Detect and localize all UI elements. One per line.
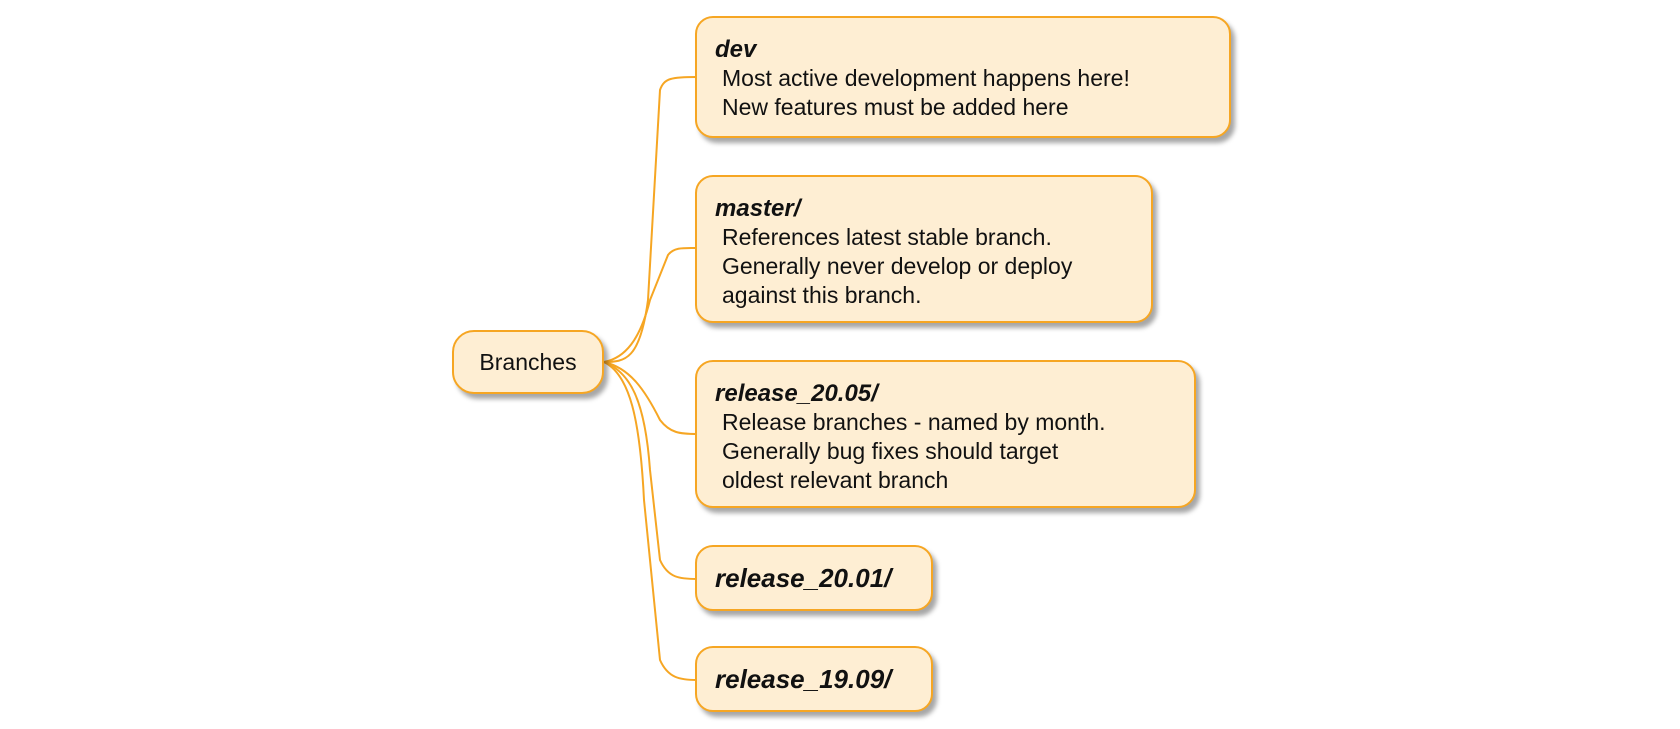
node-description: Most active development happens here! Ne… bbox=[722, 65, 1130, 120]
link-root-dev bbox=[603, 76, 698, 363]
link-root-release-19-09 bbox=[603, 361, 698, 681]
link-root-release-20-05 bbox=[603, 361, 698, 435]
node-master[interactable]: master/ References latest stable branch.… bbox=[695, 175, 1153, 323]
node-description: Release branches - named by month. Gener… bbox=[722, 409, 1106, 493]
node-title: master/ bbox=[715, 195, 801, 222]
node-release-19-09[interactable]: release_19.09/ bbox=[695, 646, 933, 712]
root-node[interactable]: Branches bbox=[452, 330, 604, 394]
root-label: Branches bbox=[479, 348, 577, 375]
node-release-20-01[interactable]: release_20.01/ bbox=[695, 545, 933, 611]
node-dev[interactable]: dev Most active development happens here… bbox=[695, 16, 1231, 138]
node-title: dev bbox=[715, 36, 757, 63]
node-title: release_20.01/ bbox=[715, 563, 892, 593]
link-root-master bbox=[603, 246, 698, 363]
node-title: release_19.09/ bbox=[715, 664, 892, 694]
link-root-release-20-01 bbox=[603, 361, 698, 580]
node-description: References latest stable branch. General… bbox=[722, 224, 1073, 308]
node-release-20-05[interactable]: release_20.05/ Release branches - named … bbox=[695, 360, 1196, 508]
node-title: release_20.05/ bbox=[715, 380, 878, 407]
